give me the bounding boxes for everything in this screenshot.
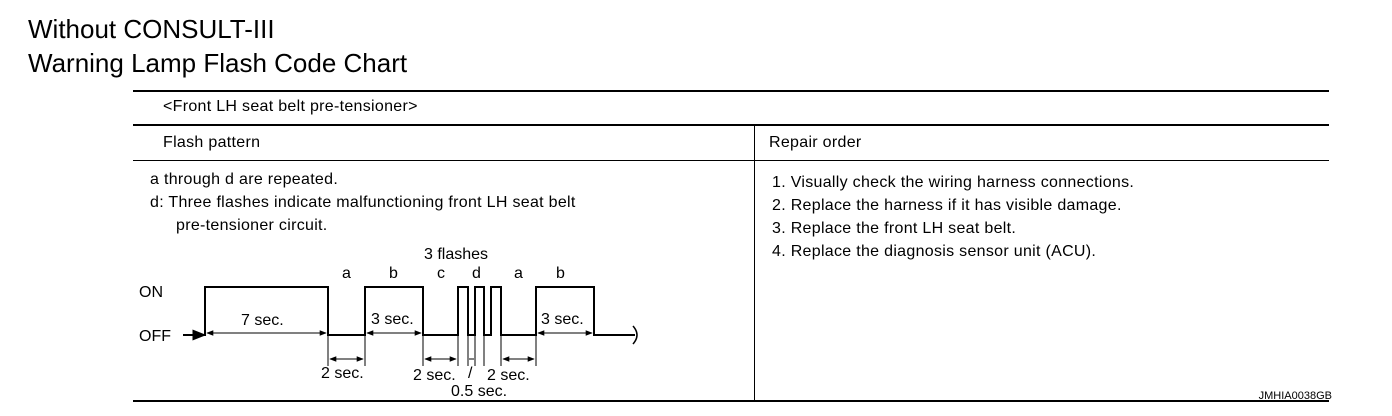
repair-step-3: 3. Replace the front LH seat belt. <box>772 220 1017 237</box>
duration-2-sec-1: 2 sec. <box>321 365 364 382</box>
figure-reference-code: JMHIA0038GB <box>1258 390 1332 402</box>
waveform-signal <box>187 286 635 336</box>
repair-step-2: 2. Replace the harness if it has visible… <box>772 197 1122 214</box>
table-caption: <Front LH seat belt pre-tensioner> <box>163 98 418 115</box>
flash-description-line-1: a through d are repeated. <box>150 171 339 188</box>
table-bottom-rule <box>133 400 1329 402</box>
phase-letter-b-1: b <box>389 265 398 282</box>
phase-letter-b-2: b <box>556 265 565 282</box>
header-rule <box>133 160 1329 161</box>
label-three-flashes: 3 flashes <box>424 246 488 263</box>
phase-letter-d: d <box>472 265 481 282</box>
duration-2-sec-2: 2 sec. <box>413 367 456 384</box>
break-mark <box>632 325 638 345</box>
page-title-line-1: Without CONSULT-III <box>28 14 275 44</box>
duration-slash: / <box>468 365 473 382</box>
header-repair-order: Repair order <box>769 134 862 151</box>
header-flash-pattern: Flash pattern <box>163 134 261 151</box>
flash-timing-diagram: ON OFF 3 flashes a b c d a b 7 sec. 3 se… <box>139 246 638 400</box>
caption-rule <box>133 124 1329 126</box>
phase-letter-c: c <box>437 265 445 282</box>
repair-step-1: 1. Visually check the wiring harness con… <box>772 174 1135 191</box>
phase-letter-a-1: a <box>342 265 351 282</box>
page-title-line-2: Warning Lamp Flash Code Chart <box>28 48 408 78</box>
flash-description-line-3: pre-tensioner circuit. <box>176 217 328 234</box>
duration-3-sec-2: 3 sec. <box>541 311 584 328</box>
label-off: OFF <box>139 328 171 345</box>
repair-steps-list: 1. Visually check the wiring harness con… <box>772 171 1134 263</box>
duration-7-sec: 7 sec. <box>241 312 284 329</box>
duration-3-sec-1: 3 sec. <box>371 311 414 328</box>
extension-lines <box>327 336 537 366</box>
repair-step-4: 4. Replace the diagnosis sensor unit (AC… <box>772 243 1097 260</box>
phase-letter-a-2: a <box>514 265 523 282</box>
column-divider <box>754 125 755 401</box>
flash-description-line-2: d: Three flashes indicate malfunctioning… <box>150 194 576 211</box>
label-on: ON <box>139 284 163 301</box>
duration-2-sec-3: 2 sec. <box>487 367 530 384</box>
table-top-rule <box>133 90 1329 92</box>
duration-05-sec: 0.5 sec. <box>451 383 507 400</box>
